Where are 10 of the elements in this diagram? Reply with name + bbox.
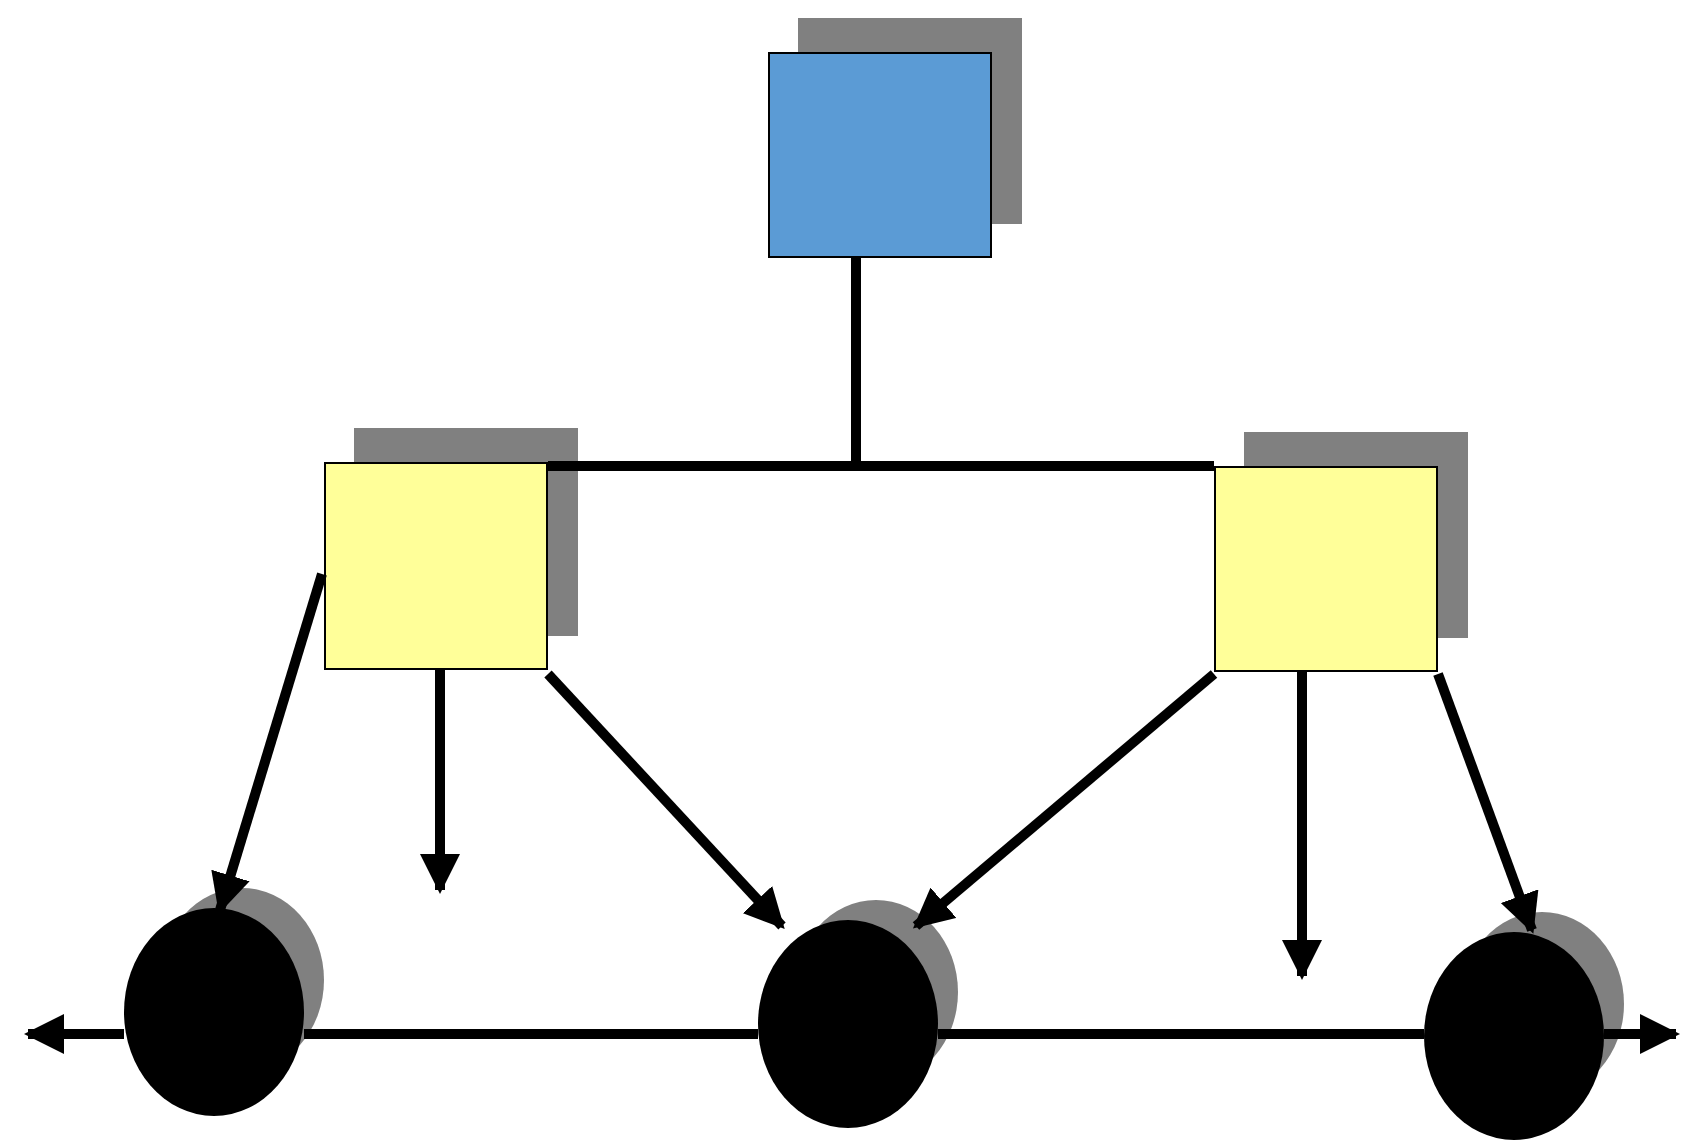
arrow [420, 670, 460, 894]
arrow [912, 670, 1218, 930]
arrow [211, 572, 327, 914]
arrow [24, 1014, 124, 1054]
arrow [1433, 672, 1539, 934]
arrow [1282, 672, 1322, 980]
arrow [1604, 1014, 1680, 1054]
arrow [544, 670, 786, 930]
connector-line [938, 1029, 1424, 1039]
connector-line [304, 1029, 758, 1039]
